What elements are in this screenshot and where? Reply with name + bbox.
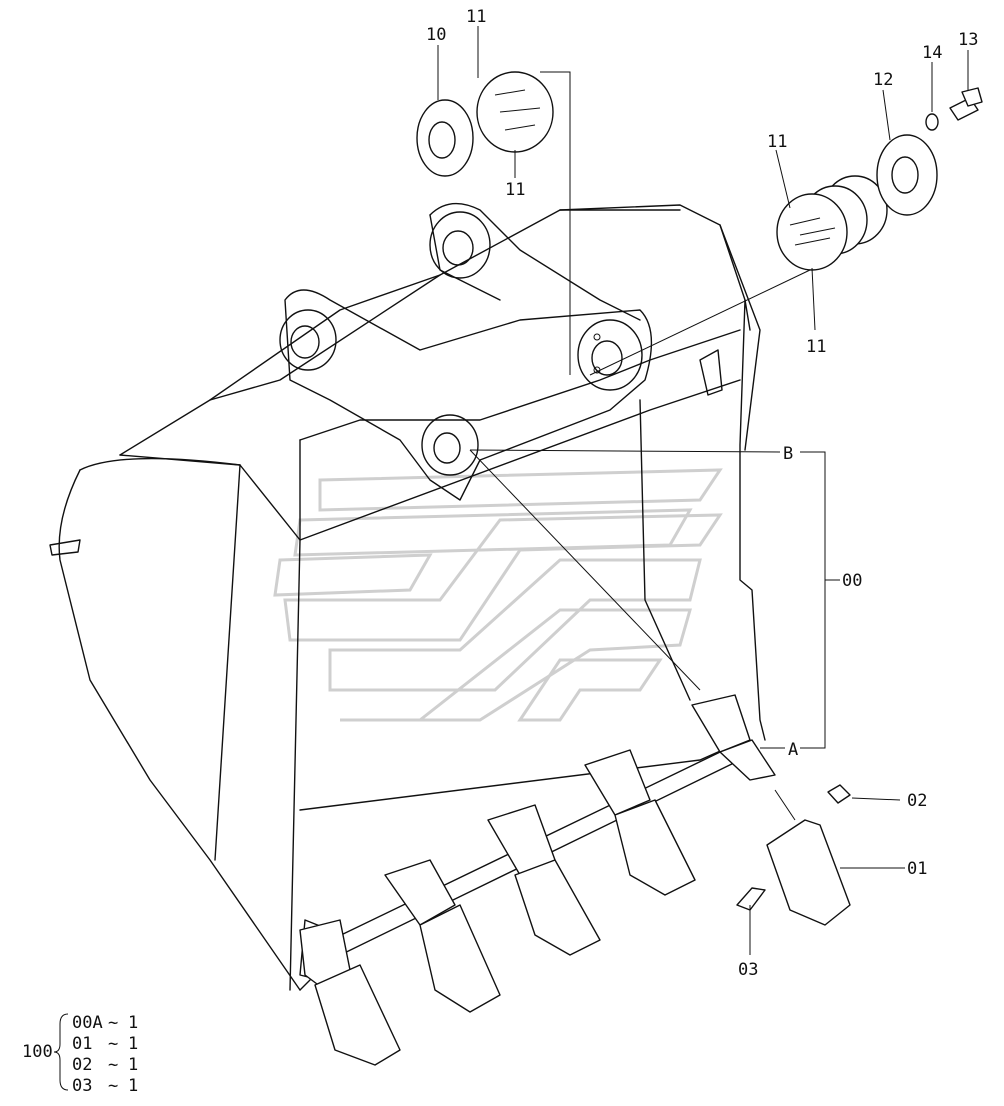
row-code: 00A — [72, 1013, 103, 1033]
exploded-tooth-parts — [736, 784, 851, 926]
callout-B: B — [783, 444, 793, 464]
pin-02 — [827, 784, 851, 804]
tooth-point-01 — [766, 819, 851, 926]
callout-A: A — [788, 740, 798, 760]
washer-14 — [925, 113, 939, 131]
callout-10: 10 — [426, 25, 446, 45]
callout-00: 00 — [842, 571, 862, 591]
tooth-2 — [384, 859, 501, 1013]
callout-13: 13 — [958, 30, 978, 50]
spacer-10 — [416, 99, 474, 177]
plate-12 — [876, 134, 938, 216]
row-qty: 1 — [128, 1055, 138, 1075]
row-code: 03 — [72, 1076, 92, 1096]
shims-11-left — [476, 71, 554, 153]
callout-11-lower-left: 11 — [505, 180, 525, 200]
callout-11-top: 11 — [466, 7, 486, 27]
exploded-pin-hardware — [416, 71, 983, 271]
tooth-4 — [584, 749, 696, 896]
tooth-1 — [299, 919, 401, 1066]
watermark-logo — [273, 468, 723, 722]
bucket-body — [49, 202, 766, 991]
row-sep: ~ — [108, 1076, 118, 1096]
row-sep: ~ — [108, 1034, 118, 1054]
row-sep: ~ — [108, 1055, 118, 1075]
assembly-brace — [53, 1013, 69, 1091]
row-code: 02 — [72, 1055, 92, 1075]
bolt-13 — [949, 87, 983, 121]
row-qty: 1 — [128, 1076, 138, 1096]
tooth-5 — [691, 694, 776, 781]
bucket-teeth — [299, 694, 776, 1066]
assembly-prefix: 100 — [22, 1042, 53, 1062]
callout-11-right-bottom: 11 — [806, 337, 826, 357]
callout-12: 12 — [873, 70, 893, 90]
tooth-3 — [487, 804, 601, 956]
row-qty: 1 — [128, 1034, 138, 1054]
shims-11-right — [776, 175, 888, 271]
row-qty: 1 — [128, 1013, 138, 1033]
callout-labels: 10 11 11 11 11 12 13 14 B A 00 02 01 03 — [426, 7, 978, 980]
callout-14: 14 — [922, 43, 942, 63]
leader-lines — [437, 26, 969, 955]
row-sep: ~ — [108, 1013, 118, 1033]
assembly-table: 100 00A ~ 1 01 ~ 1 02 ~ 1 03 ~ 1 — [22, 1013, 138, 1096]
callout-11-right-top: 11 — [767, 132, 787, 152]
row-code: 01 — [72, 1034, 92, 1054]
callout-03: 03 — [738, 960, 758, 980]
callout-02: 02 — [907, 791, 927, 811]
callout-01: 01 — [907, 859, 927, 879]
lock-03 — [736, 887, 766, 911]
